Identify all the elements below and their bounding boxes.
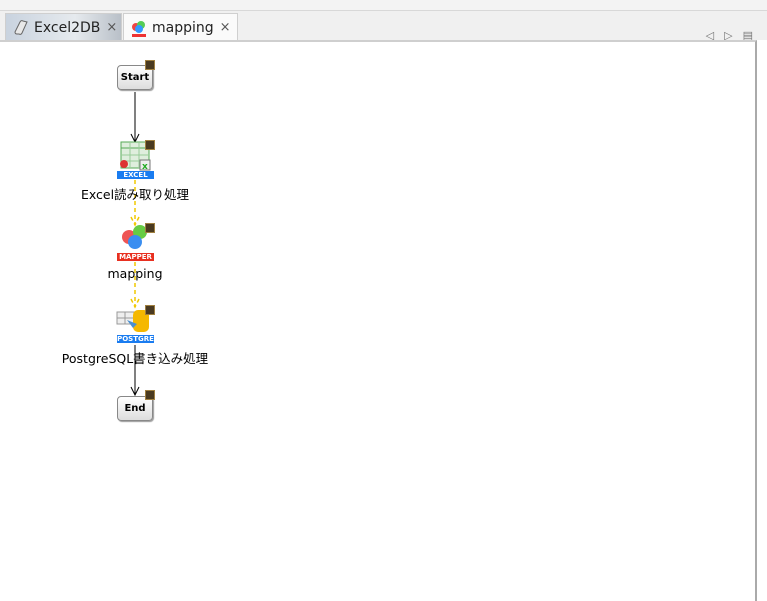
close-icon[interactable]: × bbox=[106, 20, 118, 35]
end-label: End bbox=[124, 403, 146, 414]
excel-node-label[interactable]: Excel読み取り処理 bbox=[80, 187, 190, 202]
tab-list-menu-icon[interactable]: ▤ bbox=[742, 29, 753, 42]
excel-tag: EXCEL bbox=[117, 171, 154, 179]
mapper-icon bbox=[132, 20, 146, 37]
tab-label: Excel2DB bbox=[34, 19, 101, 36]
control-link-postgre-end bbox=[130, 345, 140, 397]
control-link-start-excel bbox=[130, 92, 140, 144]
job-scroll-icon bbox=[14, 19, 28, 35]
postgre-node-label[interactable]: PostgreSQL書き込み処理 bbox=[61, 351, 209, 366]
excel-icon: x bbox=[120, 141, 151, 172]
scroll-left-icon[interactable]: ◁ bbox=[705, 29, 715, 42]
editor-tab-bar: Excel2DB × mapping × ◁ ▷ ▤ bbox=[0, 10, 767, 42]
postgre-tag: POSTGRE bbox=[117, 335, 154, 343]
tab-label: mapping bbox=[152, 19, 214, 36]
mapper-node-icon bbox=[122, 225, 147, 249]
node-badge-icon bbox=[145, 390, 155, 400]
tab-mapping[interactable]: mapping × bbox=[123, 13, 238, 41]
data-link-excel-mapper bbox=[130, 180, 140, 227]
scroll-right-icon[interactable]: ▷ bbox=[724, 29, 733, 42]
svg-text:x: x bbox=[142, 162, 148, 172]
close-icon[interactable]: × bbox=[219, 20, 231, 35]
node-badge-icon bbox=[145, 305, 155, 315]
postgre-icon bbox=[116, 310, 149, 332]
end-node[interactable]: End bbox=[117, 396, 153, 421]
node-badge-icon bbox=[145, 140, 155, 150]
top-strip bbox=[0, 0, 767, 10]
node-badge-icon bbox=[145, 223, 155, 233]
node-badge-icon bbox=[145, 60, 155, 70]
data-link-mapper-postgre bbox=[130, 262, 140, 309]
mapper-node-label[interactable]: mapping bbox=[107, 266, 163, 281]
tab-excel2db[interactable]: Excel2DB × bbox=[5, 13, 122, 41]
mapper-tag: MAPPER bbox=[117, 253, 154, 261]
start-label: Start bbox=[120, 72, 150, 83]
